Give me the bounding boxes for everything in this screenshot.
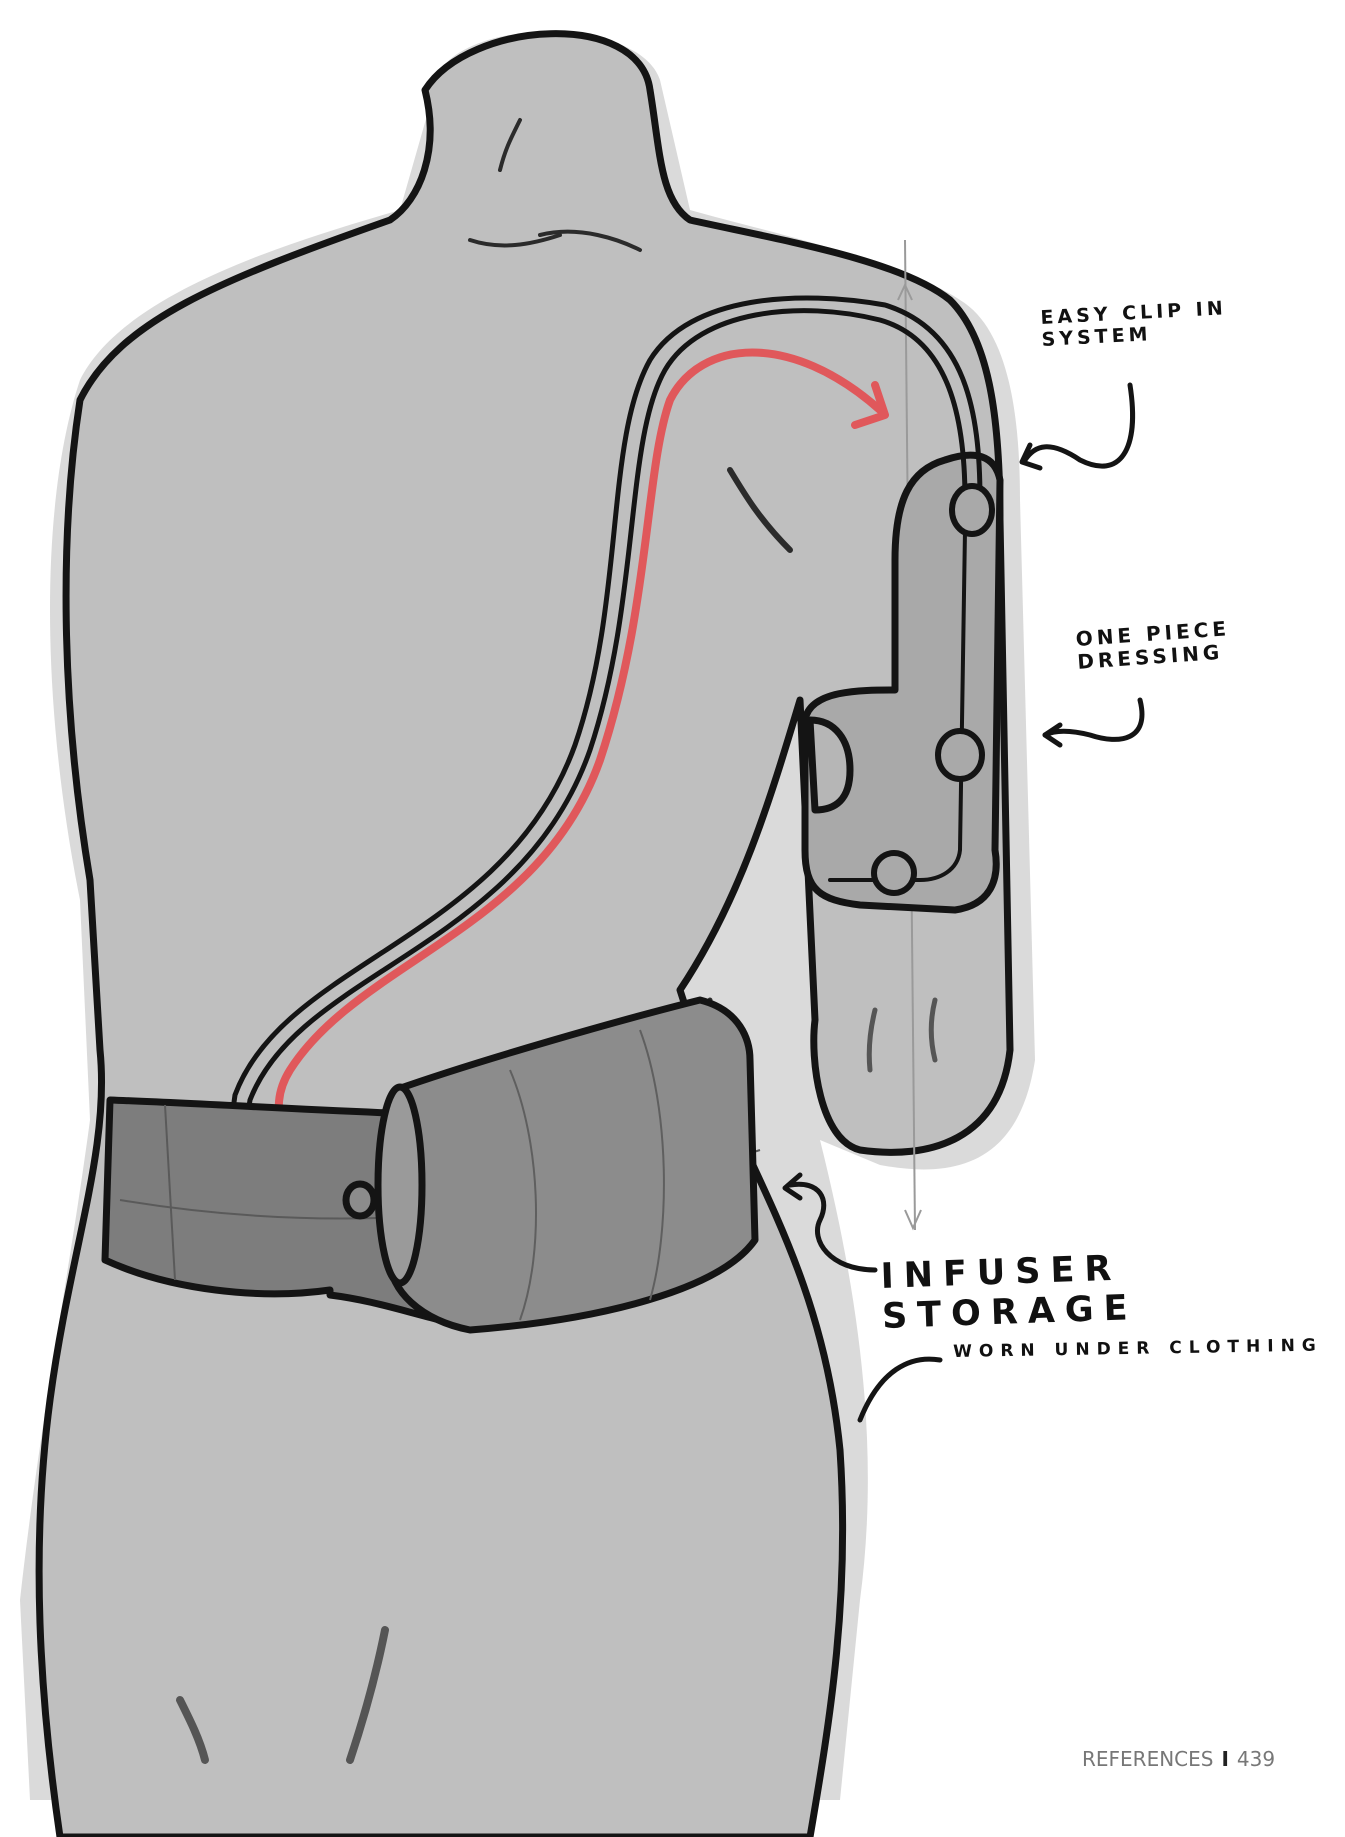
- annotation-infuser-storage: INFUSER STORAGE: [880, 1241, 1345, 1338]
- page-footer: REFERENCES I 439: [1082, 1747, 1275, 1771]
- footer-page-number: 439: [1237, 1747, 1275, 1771]
- footer-section: REFERENCES: [1082, 1747, 1213, 1771]
- footer-separator: I: [1221, 1747, 1228, 1771]
